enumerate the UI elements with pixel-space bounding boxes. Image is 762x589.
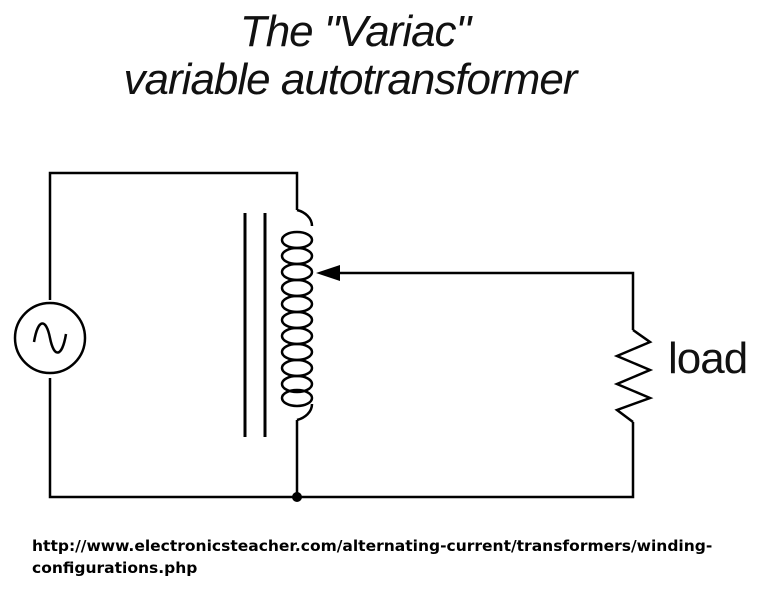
wire-wiper [340, 271, 635, 330]
ac-source-icon [13, 301, 87, 375]
title-line-2: variable autotransformer [123, 55, 578, 104]
junction-node [292, 492, 302, 502]
variable-winding [280, 208, 314, 422]
wiper-arrow [316, 265, 340, 281]
source-url: http://www.electronicsteacher.com/altern… [32, 535, 732, 579]
wire-left-bottom [48, 378, 635, 499]
wire-left-top [48, 171, 299, 300]
diagram-title: The "Variac" variable autotransformer [0, 8, 700, 104]
title-line-1: The "Variac" [239, 7, 471, 56]
resistor-icon [613, 328, 654, 423]
source-url-line-1: http://www.electronicsteacher.com/altern… [32, 537, 713, 555]
iron-core [243, 213, 267, 437]
source-url-line-2: configurations.php [32, 559, 198, 577]
load-label: load [668, 334, 748, 383]
wires [48, 171, 635, 499]
